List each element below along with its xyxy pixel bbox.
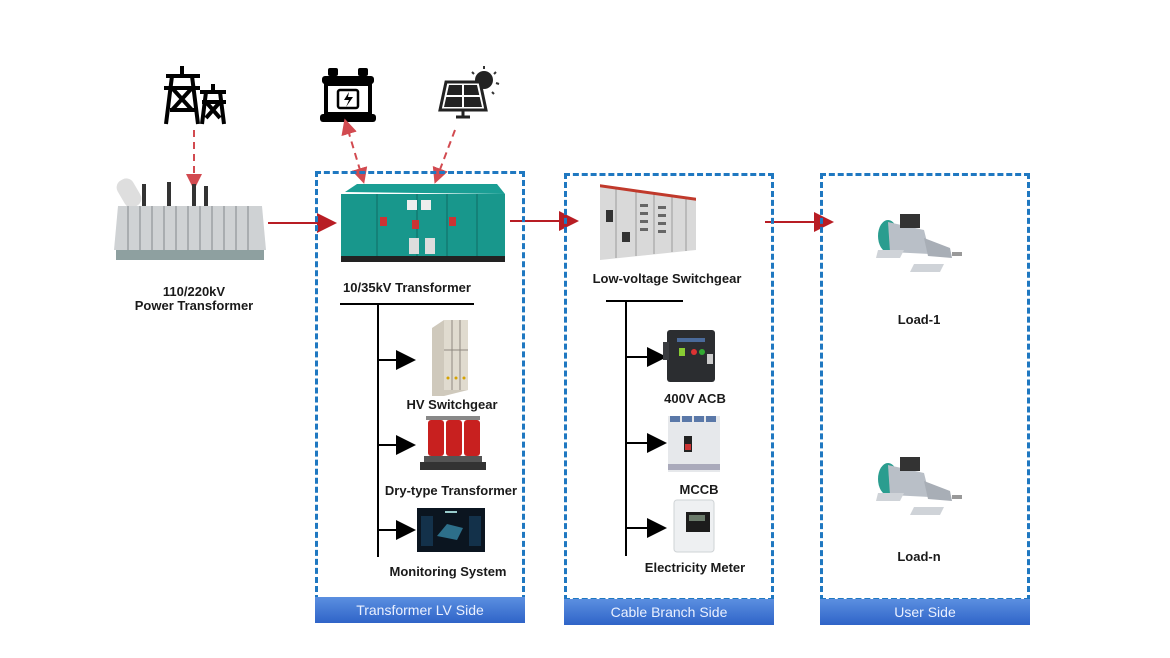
low-voltage-switchgear-label: Low-voltage Switchgear [592,271,742,286]
box-transformer-label: 10/35kV Transformer [343,280,471,295]
branch-label-electricity-meter: Electricity Meter [644,560,746,575]
branch-label-dry-type-transformer: Dry-type Transformer [384,483,518,498]
monitoring-system-image [417,508,485,552]
branch-label-monitoring-system: Monitoring System [389,564,507,579]
acb-image [663,328,719,384]
dry-type-transformer-image [420,414,486,474]
motor-load-n-image [874,457,964,519]
mccb-image [668,416,720,472]
power-tower-icon [164,66,226,125]
load-label-load-n: Load-n [897,549,941,564]
box-transformer-image [337,182,509,264]
power-transformer-image [112,176,268,262]
solar-panel-icon [438,66,500,119]
zone-title-cable-branch-side: Cable Branch Side [564,599,774,625]
branch-label-mccb: MCCB [679,482,719,497]
power-transformer-label-line2: Power Transformer [134,298,254,313]
low-voltage-switchgear-image [598,180,700,262]
motor-load-1-image [874,214,964,276]
load-label-load-1: Load-1 [897,312,941,327]
zone-title-transformer-lv-side: Transformer LV Side [315,597,525,623]
branch-label-400v-acb: 400V ACB [664,391,726,406]
hv-switchgear-image [428,320,472,396]
zone-title-user-side: User Side [820,599,1030,625]
branch-label-hv-switchgear: HV Switchgear [406,397,498,412]
power-transformer-label-line1: 110/220kV [162,284,226,299]
electricity-meter-image [672,499,716,553]
